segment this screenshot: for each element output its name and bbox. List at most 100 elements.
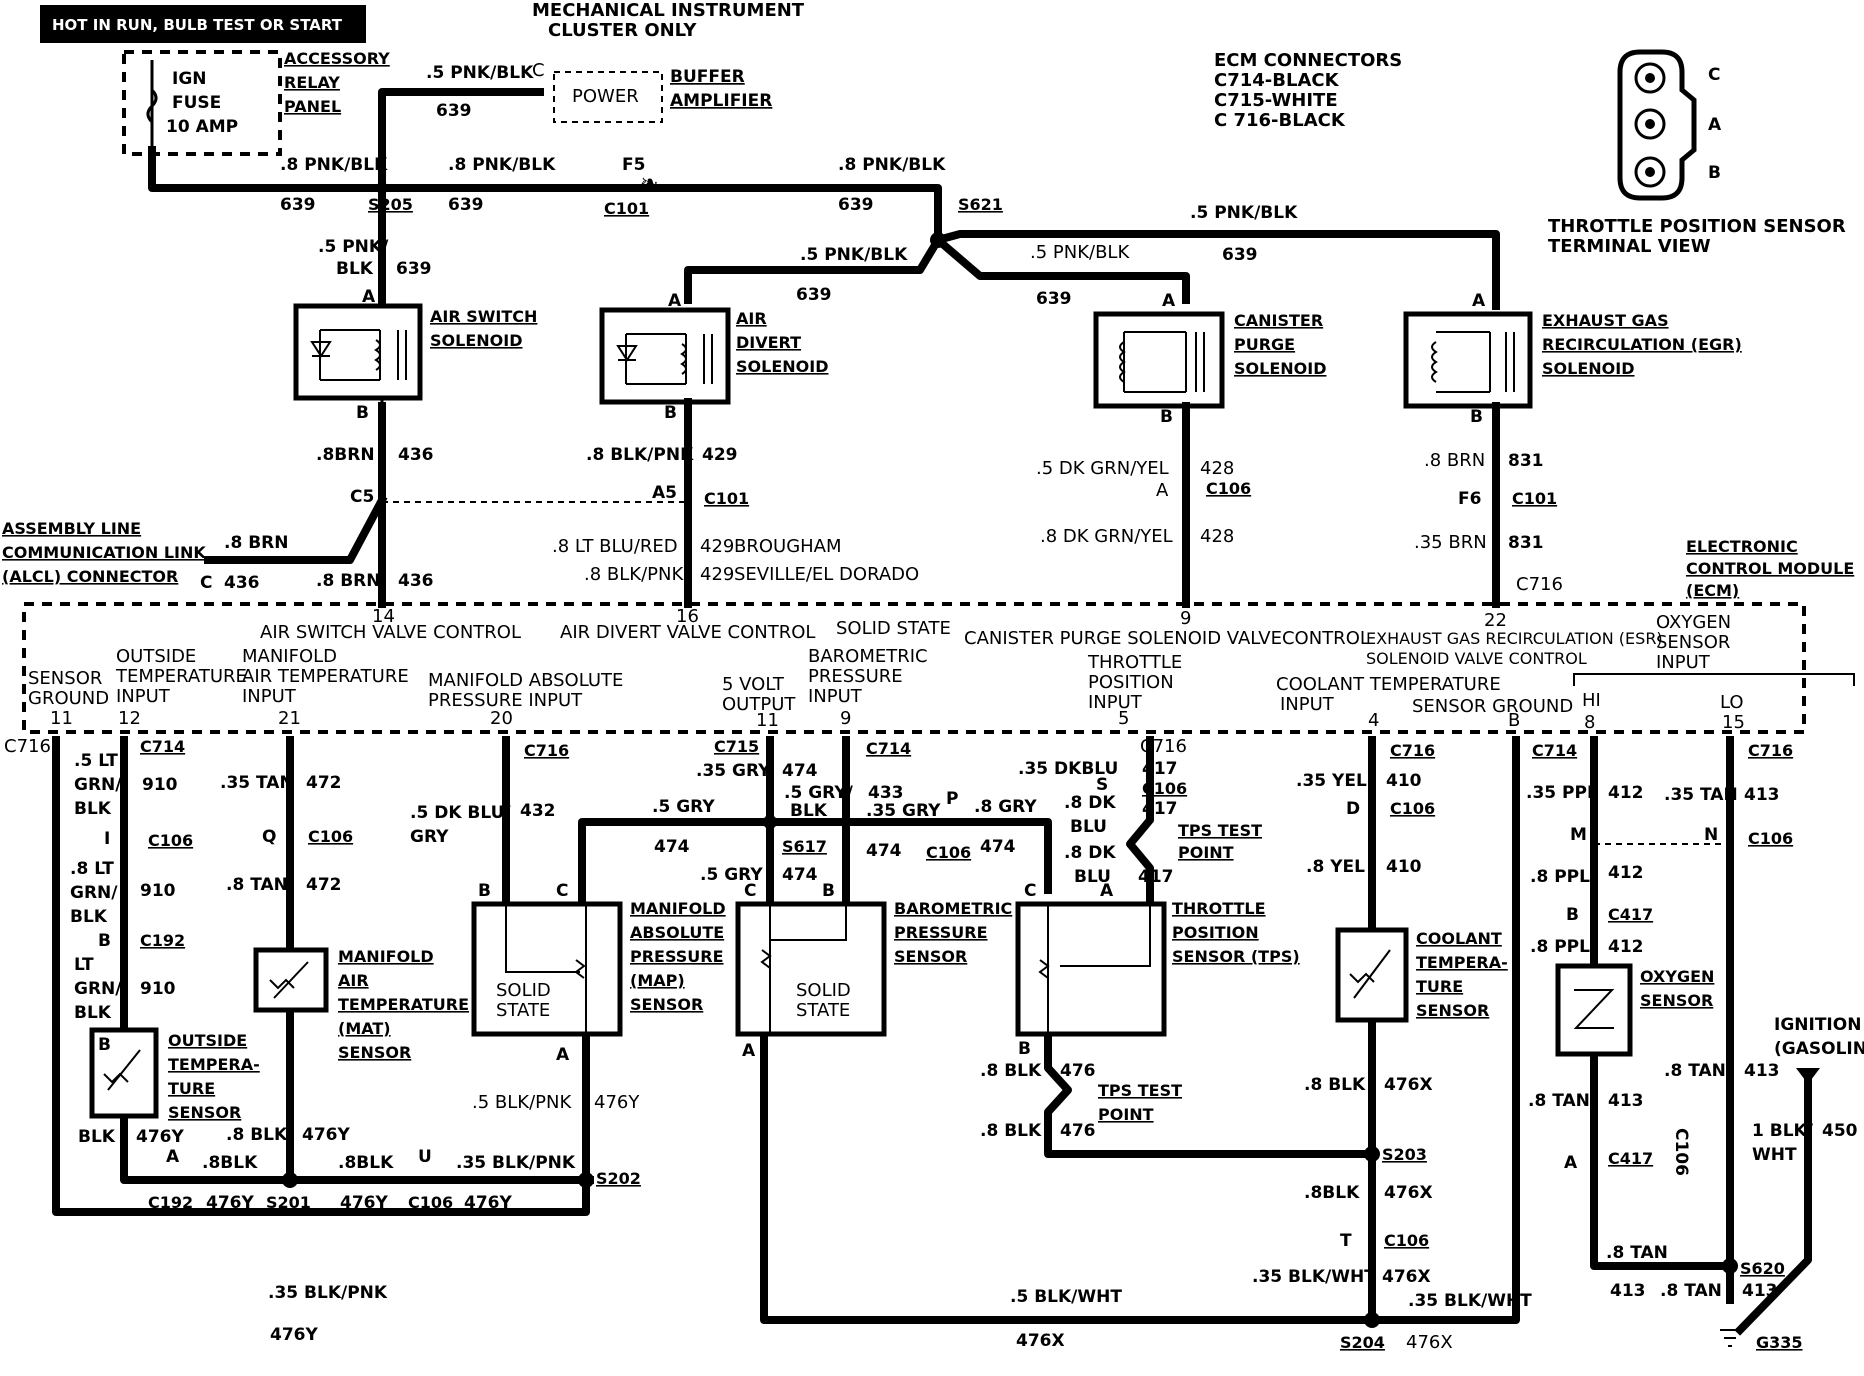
mech-cluster-1: MECHANICAL INSTRUMENT bbox=[532, 0, 805, 21]
b-g1n: 474 bbox=[654, 837, 690, 857]
b-mat-s4: SENSOR bbox=[338, 1043, 411, 1062]
tps-signal bbox=[1126, 736, 1154, 904]
mid-a5: A5 bbox=[652, 483, 677, 503]
tps-pin-c: C bbox=[1708, 65, 1720, 85]
canister-pin-b: B bbox=[1160, 407, 1173, 427]
b-g2n: 474 bbox=[782, 761, 818, 781]
mid-c1n: 428 bbox=[1200, 458, 1234, 479]
s621-splice bbox=[930, 232, 946, 248]
b-t3n: 413 bbox=[1610, 1281, 1646, 1301]
fuse-icon bbox=[146, 88, 158, 124]
wire-w7: .5 PNK/BLK bbox=[1190, 203, 1298, 223]
b-map-pa: A bbox=[556, 1045, 570, 1065]
panel-label-1: ACCESSORY bbox=[284, 49, 390, 68]
b-ct3n: 476X bbox=[1384, 1075, 1433, 1095]
mid-a2n: 436 bbox=[398, 571, 434, 591]
ecm-title-2: CONTROL MODULE bbox=[1686, 559, 1854, 578]
b-map-pb: B bbox=[478, 881, 491, 901]
b-bl-a: A bbox=[166, 1147, 180, 1167]
b-s617: S617 bbox=[782, 837, 827, 856]
b-t5n: 413 bbox=[1742, 1281, 1778, 1301]
b-ct5: .35 BLK/WHT bbox=[1252, 1267, 1376, 1287]
s205-label: S205 bbox=[368, 195, 413, 214]
c101-label: C101 bbox=[604, 199, 649, 218]
b-baro-s1: PRESSURE bbox=[894, 923, 988, 942]
b-ign-w0: 1 BLK/ bbox=[1752, 1121, 1814, 1141]
b-ot2-1: GRN/ bbox=[70, 883, 118, 903]
ecm-b7-2: INPUT bbox=[1280, 694, 1335, 715]
b-bl4: .35 BLK/PNK bbox=[456, 1153, 576, 1173]
ecm-b9-pin: 8 bbox=[1584, 712, 1595, 733]
b-ot-s0: OUTSIDE bbox=[168, 1031, 247, 1050]
mid-b1n: 429 bbox=[702, 445, 738, 465]
tps-pin-b: B bbox=[1708, 163, 1721, 183]
b-ct-c106: C106 bbox=[1390, 799, 1435, 818]
baro-ground bbox=[760, 1036, 1376, 1324]
b-bl2: .8BLK bbox=[202, 1153, 258, 1173]
b-ct-s3: SENSOR bbox=[1416, 1001, 1489, 1020]
tps-ground bbox=[1044, 1036, 1376, 1158]
b-t-c106: C106 bbox=[1748, 829, 1793, 848]
alcl-pin: C bbox=[200, 573, 212, 593]
b-map1-0: .5 DK BLU/ bbox=[410, 803, 511, 823]
map-sensor-box: SOLID STATE bbox=[471, 901, 623, 1037]
b-gc106: C106 bbox=[926, 843, 971, 862]
b-baro-s0: BAROMETRIC bbox=[894, 899, 1012, 918]
ground-icon bbox=[1720, 1329, 1740, 1347]
b-ot-s1: TEMPERA- bbox=[168, 1055, 260, 1074]
b-map-s2: PRESSURE bbox=[630, 947, 724, 966]
power-to-air-divert bbox=[684, 234, 944, 304]
b-g2: .35 GRY bbox=[696, 761, 771, 781]
b-s204n: 476X bbox=[1406, 1332, 1453, 1353]
b-bl5: .35 BLK/PNK bbox=[268, 1283, 388, 1303]
b-s204: S204 bbox=[1340, 1333, 1385, 1352]
mid-b3t: SEVILLE/EL DORADO bbox=[734, 564, 919, 585]
mech-cluster-2: CLUSTER ONLY bbox=[548, 20, 697, 41]
b-t1n: 413 bbox=[1744, 785, 1780, 805]
accessory-relay-panel bbox=[122, 50, 282, 156]
gry-bus bbox=[578, 818, 1052, 902]
b-t2: .8 TAN bbox=[1664, 1061, 1726, 1081]
b-c716l: C716 bbox=[4, 736, 51, 757]
canister-label-3: SOLENOID bbox=[1234, 359, 1326, 378]
b-o4n: 413 bbox=[1608, 1091, 1644, 1111]
power-to-buffer bbox=[378, 88, 544, 192]
ecm-b1-pin: 12 bbox=[118, 708, 141, 729]
b-g4: .35 GRY bbox=[866, 801, 941, 821]
b-o-b: B bbox=[1566, 905, 1579, 925]
b-mat1: .35 TAN bbox=[220, 773, 294, 793]
b-gp: P bbox=[946, 789, 958, 809]
b-map1-1: GRY bbox=[410, 827, 449, 847]
canister-pin-a: A bbox=[1162, 291, 1176, 311]
o2-bracket bbox=[1573, 673, 1855, 686]
wire-w8n: 639 bbox=[396, 259, 432, 279]
ecm-pin-9: 9 bbox=[1180, 608, 1191, 629]
air-switch-label-2: SOLENOID bbox=[430, 331, 522, 350]
mid-a1: .8BRN bbox=[316, 445, 375, 465]
tps-terminal-body bbox=[1617, 49, 1697, 201]
ot-pin: B bbox=[98, 1035, 111, 1055]
b-bl-c192: C192 bbox=[148, 1193, 193, 1212]
wire-w1: .5 PNK/BLK bbox=[426, 63, 534, 83]
b-c716d: C716 bbox=[1390, 741, 1435, 760]
baro-sensor-box: SOLID STATE bbox=[735, 901, 887, 1037]
mid-a2: .8 BRN bbox=[316, 571, 380, 591]
ecm-b1-3: INPUT bbox=[116, 686, 171, 707]
power-to-egr bbox=[933, 230, 1500, 310]
b-ct-c106b: C106 bbox=[1384, 1231, 1429, 1250]
fuse-line-3: 10 AMP bbox=[166, 117, 238, 137]
ecm-func-1: AIR SWITCH VALVE CONTROL bbox=[260, 622, 521, 643]
b-tps-test-0: TPS TEST bbox=[1178, 821, 1262, 840]
b-ot-s3: SENSOR bbox=[168, 1103, 241, 1122]
wire-w3n: 639 bbox=[448, 195, 484, 215]
b-c716c: C716 bbox=[1140, 736, 1187, 757]
tps-terminal-a-dot bbox=[1645, 119, 1655, 129]
b-s203: S203 bbox=[1382, 1145, 1427, 1164]
b-o-s1: SENSOR bbox=[1640, 991, 1713, 1010]
b-bl2n: 476Y bbox=[206, 1193, 254, 1213]
ecm-o2-3: INPUT bbox=[1656, 652, 1711, 673]
wire-w6n: 639 bbox=[1036, 289, 1072, 309]
ecm-o2-1: OXYGEN bbox=[1656, 612, 1731, 633]
mid-c5: C5 bbox=[350, 487, 374, 507]
